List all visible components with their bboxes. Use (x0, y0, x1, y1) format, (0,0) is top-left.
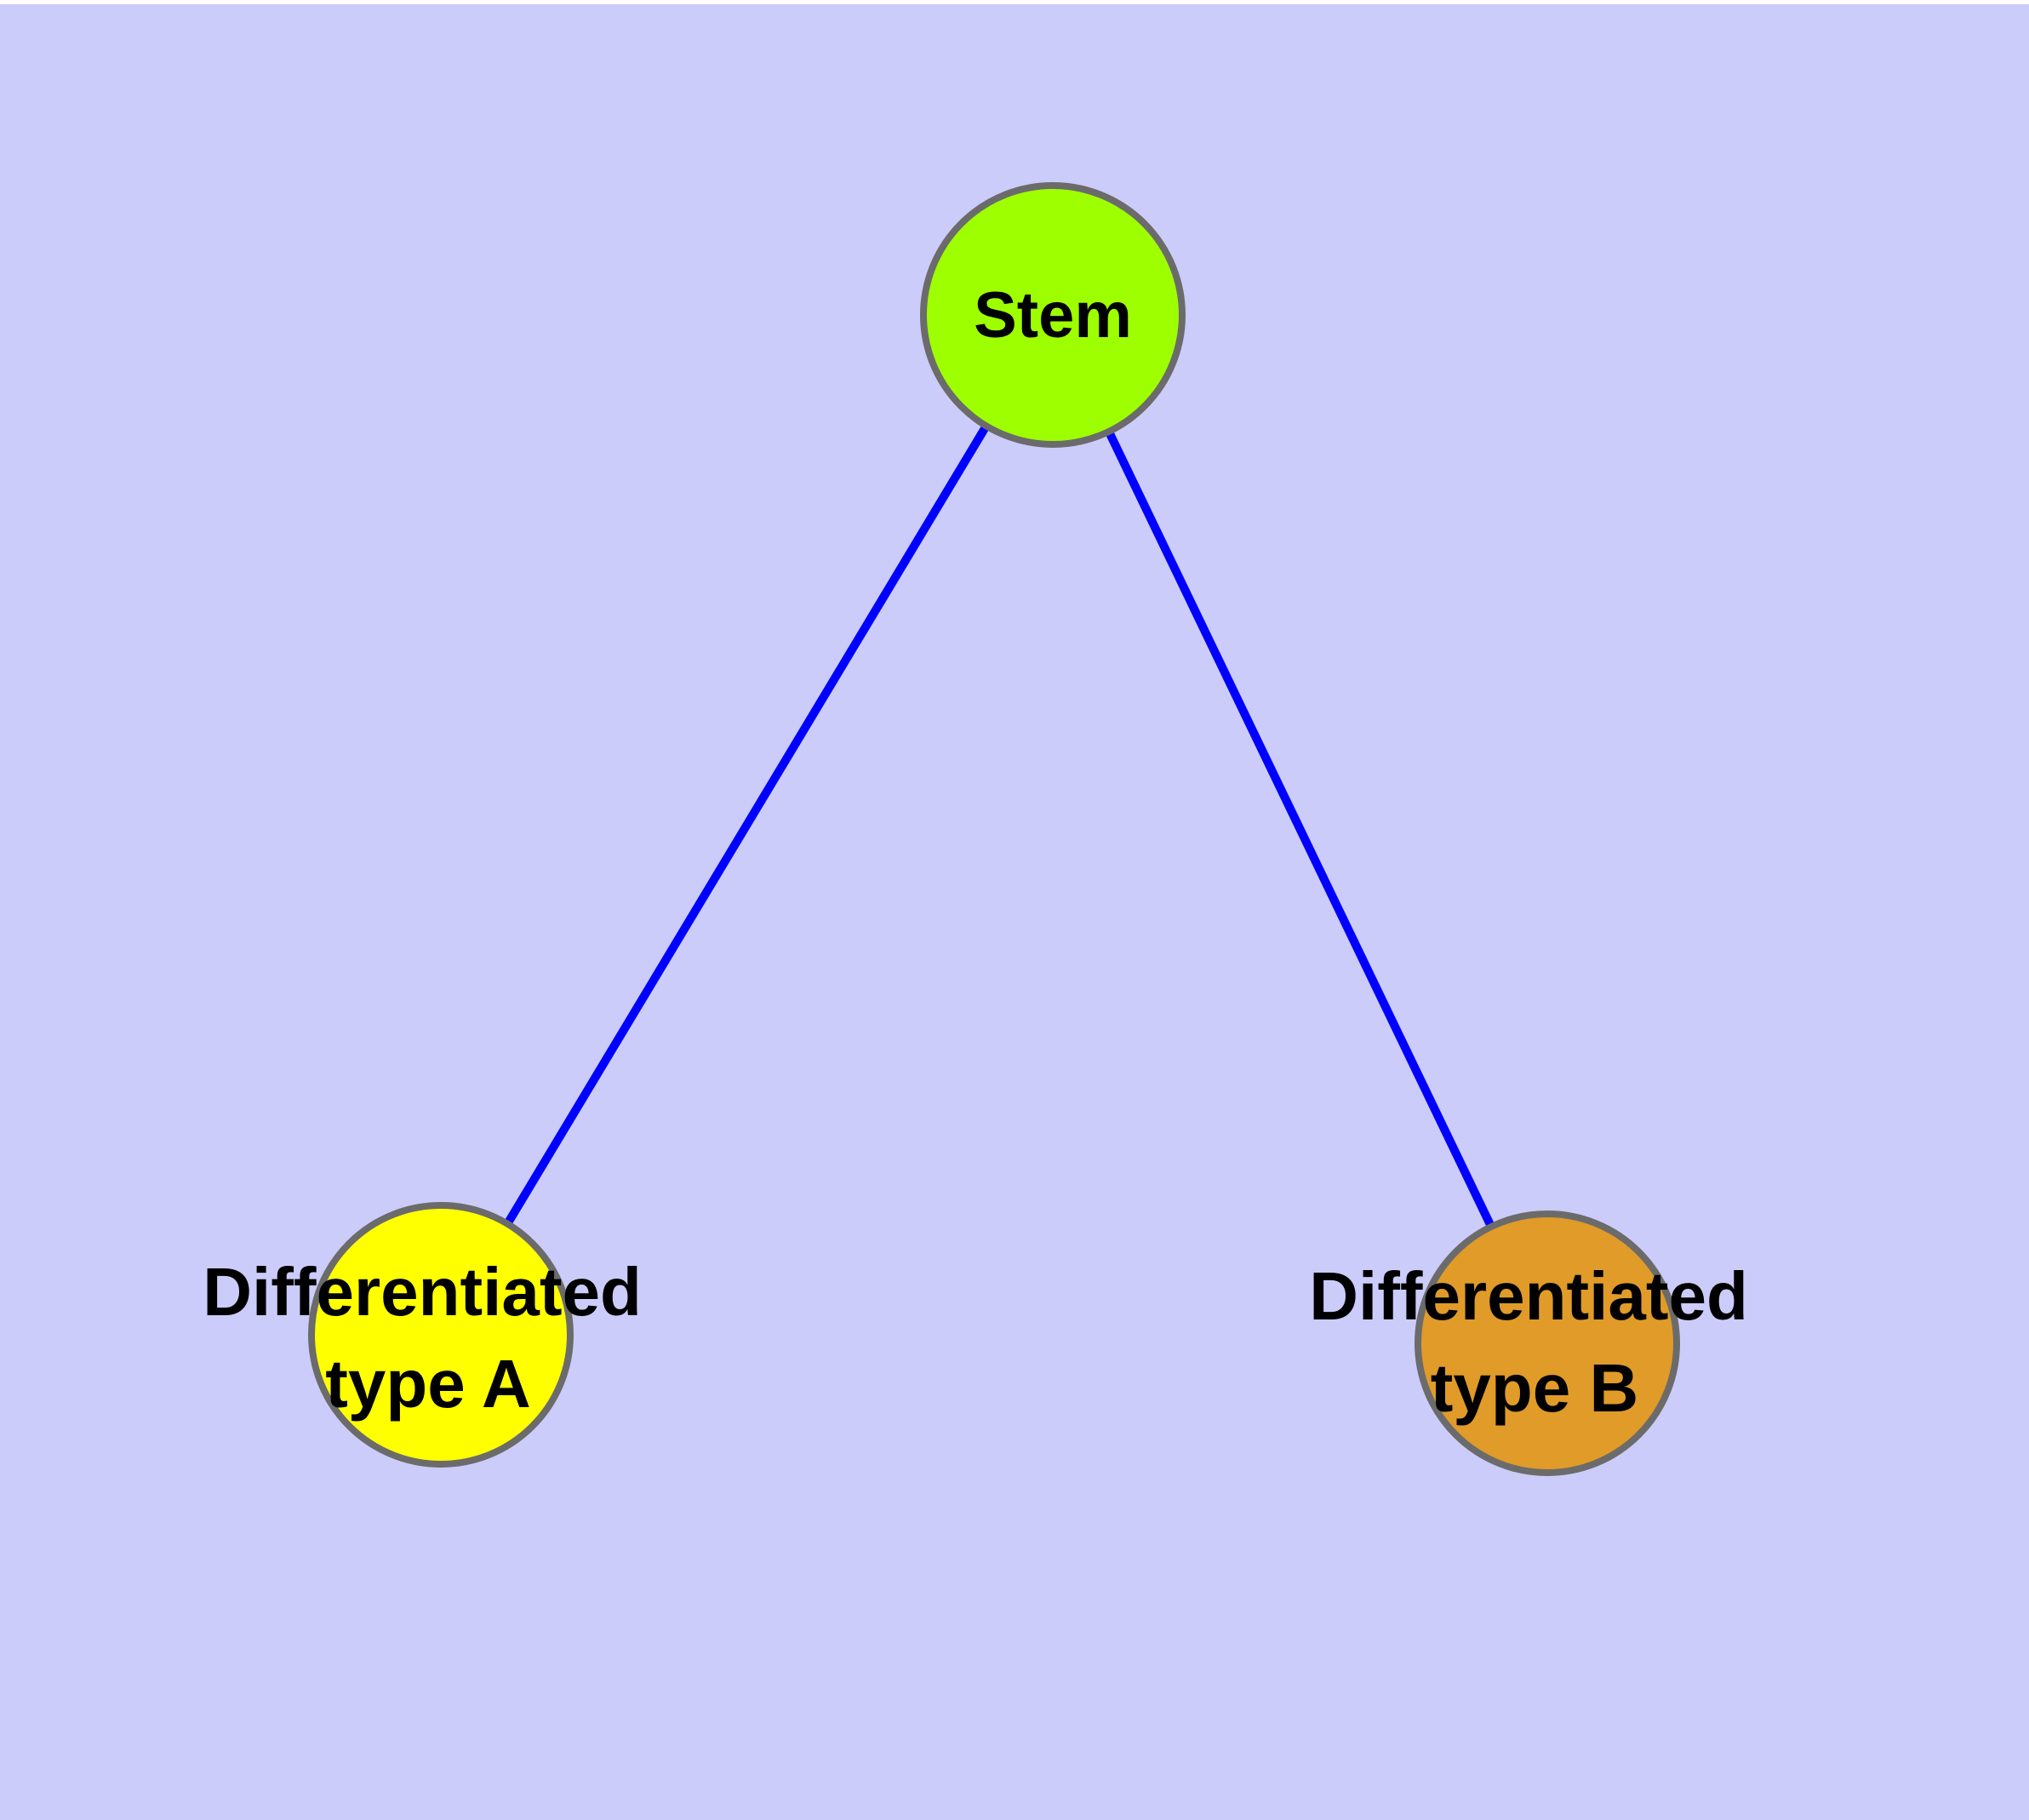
node-differentiated-type-a-label-line1: Differentiated (203, 1254, 642, 1330)
node-stem-circle[interactable] (920, 182, 1186, 448)
node-differentiated-type-b-circle[interactable] (1415, 1210, 1680, 1476)
node-differentiated-type-b[interactable] (1415, 1210, 1680, 1476)
node-differentiated-type-a[interactable] (308, 1202, 574, 1468)
edge-stem-to-differentiated-type-a[interactable] (437, 312, 1057, 1337)
node-differentiated-type-a-circle[interactable] (308, 1202, 574, 1468)
labels-layer: Stem Differentiated type A Differentiate… (203, 279, 1748, 1426)
node-differentiated-type-b-label-line1: Differentiated (1309, 1258, 1748, 1334)
edge-stem-to-differentiated-type-b[interactable] (1049, 312, 1552, 1346)
node-stem-label: Stem (974, 279, 1132, 352)
node-differentiated-type-a-label-line2: type A (325, 1346, 531, 1422)
nodes-layer (308, 182, 1680, 1476)
node-differentiated-type-b-label-line2: type B (1431, 1350, 1639, 1426)
edges-layer (437, 312, 1552, 1346)
node-stem[interactable] (920, 182, 1186, 448)
